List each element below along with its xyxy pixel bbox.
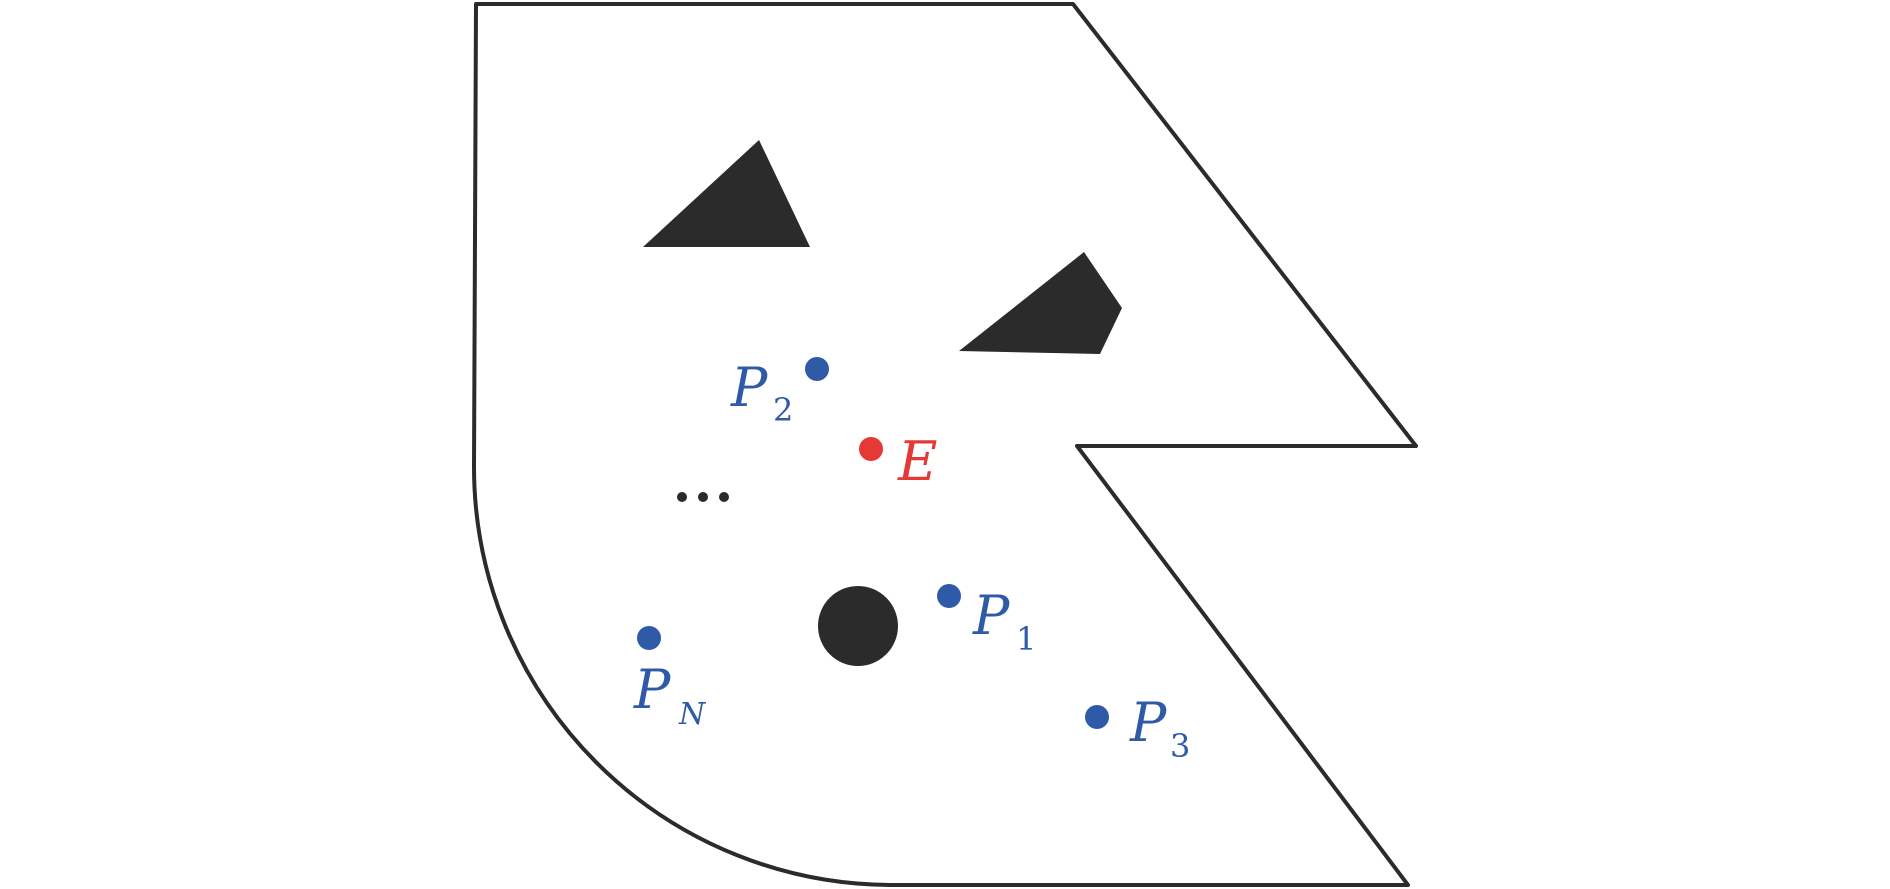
pursuer-pn-dot	[637, 626, 661, 650]
pursuer-pn-subscript: N	[678, 697, 707, 732]
pursuer-p1-letter: P	[972, 584, 1011, 647]
pursuer-p2-dot	[805, 357, 829, 381]
pursuer-pn-letter: P	[633, 658, 672, 721]
pursuer-p2: P 2	[730, 356, 829, 429]
pursuer-p3-letter: P	[1129, 691, 1168, 754]
ellipsis-dots	[677, 492, 729, 502]
ellipsis-dot	[677, 492, 687, 502]
pursuer-p2-letter: P	[730, 356, 769, 419]
obstacle-quadrilateral	[959, 252, 1122, 354]
obstacle-circle	[818, 586, 898, 666]
evader-e: E	[859, 430, 937, 493]
ellipsis-dot	[698, 492, 708, 502]
pursuer-p1: P 1	[937, 584, 1036, 658]
evader-letter: E	[897, 430, 937, 493]
pursuer-p1-dot	[937, 584, 961, 608]
pursuer-p3-dot	[1085, 705, 1109, 729]
pursuer-p3-subscript: 3	[1170, 727, 1190, 765]
pursuer-p1-subscript: 1	[1016, 620, 1036, 658]
pursuer-p3: P 3	[1085, 691, 1190, 765]
ellipsis-dot	[719, 492, 729, 502]
evader-dot	[859, 437, 883, 461]
pursuer-p2-subscript: 2	[773, 391, 793, 429]
environment-boundary	[472, 2, 1418, 887]
obstacle-triangle	[643, 140, 810, 247]
pursuer-pn: P N	[633, 626, 707, 732]
